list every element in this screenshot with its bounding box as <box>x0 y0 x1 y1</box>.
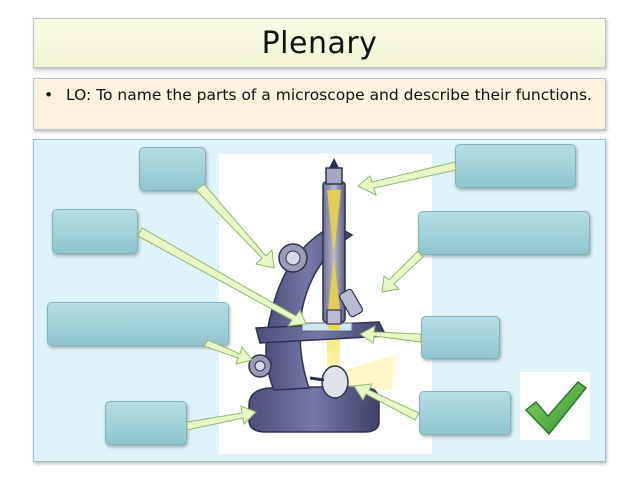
title-bar: Plenary <box>33 18 606 68</box>
label-box-3[interactable] <box>47 302 229 346</box>
labeling-panel <box>33 139 606 462</box>
label-box-2[interactable] <box>52 209 138 254</box>
label-box-6[interactable] <box>418 211 590 255</box>
learning-objective-text: LO: To name the parts of a microscope an… <box>66 86 592 104</box>
label-box-4[interactable] <box>105 401 187 445</box>
bullet: • <box>44 86 54 104</box>
slide-title: Plenary <box>261 25 378 61</box>
label-box-7[interactable] <box>421 316 500 359</box>
microscope-illustration <box>137 158 457 433</box>
checkmark-area <box>520 372 590 440</box>
label-box-1[interactable] <box>139 147 206 191</box>
label-box-8[interactable] <box>419 391 511 435</box>
green-checkmark-icon <box>524 380 588 436</box>
learning-objective: • LO: To name the parts of a microscope … <box>33 78 606 130</box>
